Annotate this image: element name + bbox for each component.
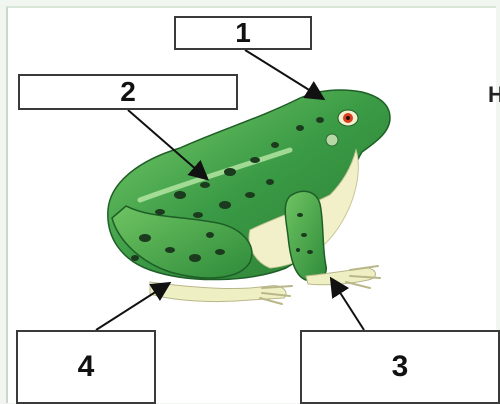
label-box-1[interactable]: 1 xyxy=(174,16,312,50)
label-1-text: 1 xyxy=(235,17,251,49)
arrow-3 xyxy=(332,280,364,330)
label-2-text: 2 xyxy=(120,76,136,108)
label-box-4[interactable]: 4 xyxy=(16,330,156,404)
arrow-1 xyxy=(245,50,322,98)
cropped-edge-text: H xyxy=(488,82,500,108)
label-box-2[interactable]: 2 xyxy=(18,74,238,110)
label-3-text: 3 xyxy=(392,350,409,384)
arrow-4 xyxy=(96,284,168,330)
label-box-3[interactable]: 3 xyxy=(300,330,500,404)
label-4-text: 4 xyxy=(78,350,95,384)
